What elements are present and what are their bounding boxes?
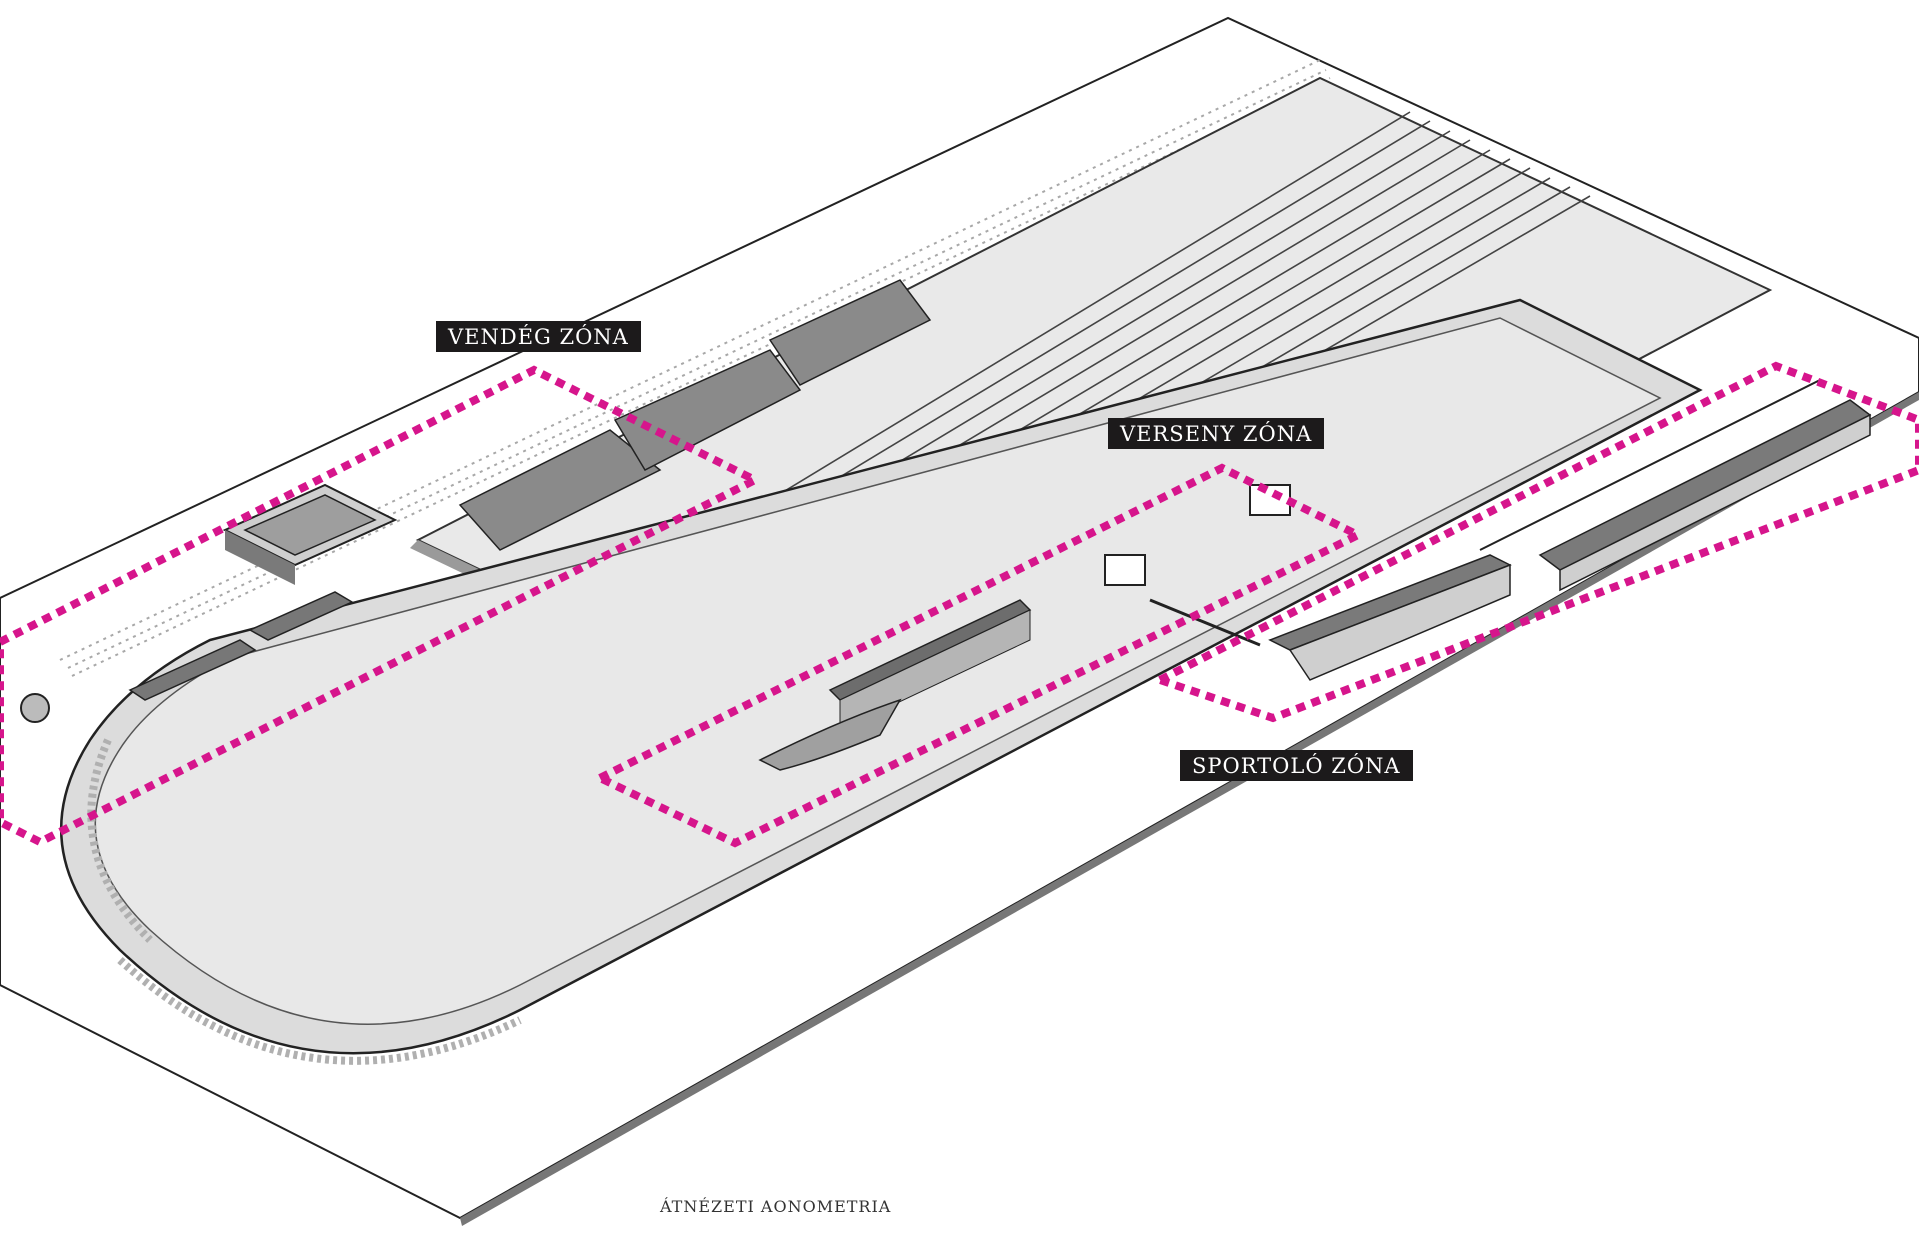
athlete-zone-outline	[1149, 361, 1919, 723]
zone-outlines	[0, 361, 1919, 848]
race-zone-outline	[590, 463, 1368, 848]
race-building	[758, 484, 1291, 771]
drawing-caption: ÁTNÉZETI AONOMETRIA	[660, 1197, 892, 1216]
athlete-buildings	[1149, 379, 1872, 681]
guest-zone-outline	[0, 365, 764, 847]
race-zone-label: VERSENY ZÓNA	[1108, 418, 1325, 449]
guest-buildings	[20, 279, 932, 723]
guest-zone-label: VENDÉG ZÓNA	[436, 321, 641, 352]
athlete-zone-label: SPORTOLÓ ZÓNA	[1180, 750, 1413, 781]
